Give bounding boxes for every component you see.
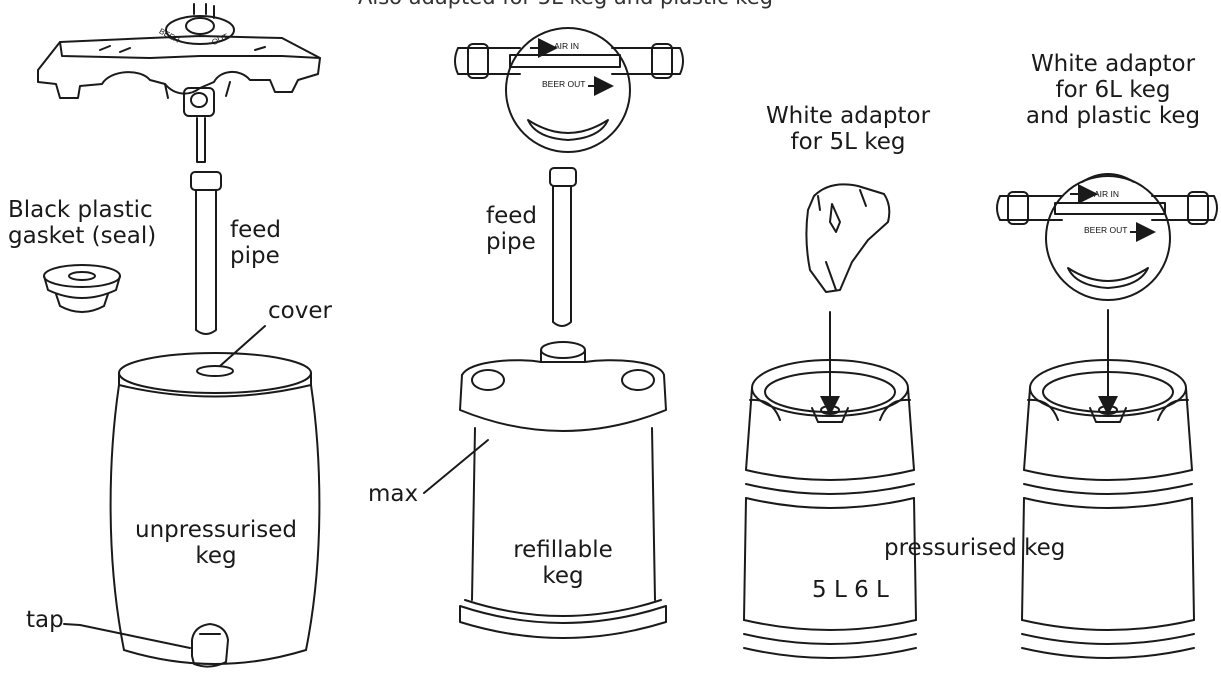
cover-pointer	[219, 325, 266, 367]
refillable-keg-label: refillable keg	[513, 537, 613, 589]
pressurised-keg-6l	[1021, 359, 1195, 659]
pressurised-keg-5l	[743, 359, 917, 659]
feed-pipe-1	[190, 171, 222, 335]
tap-label: tap	[26, 607, 64, 633]
max-pointer	[423, 439, 489, 494]
tap-connector-top	[37, 3, 321, 163]
adaptor-5l-label: White adaptor for 5L keg	[765, 103, 931, 155]
tap-head-4	[996, 173, 1218, 301]
pressurised-keg-label: pressurised keg	[884, 535, 1066, 561]
tap-pointer	[63, 623, 191, 649]
unpressurised-keg-label: unpressurised keg	[135, 517, 297, 569]
adaptor-6l-label: White adaptor for 6L keg and plastic keg	[1025, 51, 1201, 129]
gasket-seal	[43, 264, 121, 313]
unpressurised-keg	[109, 352, 321, 668]
feed-pipe-label-1: feed pipe	[230, 217, 281, 269]
feed-pipe-2	[549, 167, 577, 327]
air-in-label-2: AIR IN	[554, 41, 580, 51]
gasket-label: Black plastic gasket (seal)	[8, 197, 157, 249]
cover-label: cover	[268, 298, 332, 324]
adaptor-5l	[805, 183, 891, 293]
max-label: max	[368, 481, 419, 507]
refillable-keg	[459, 341, 667, 639]
feed-pipe-label-2: feed pipe	[486, 203, 537, 255]
beer-out-label-4: BEER OUT	[1084, 225, 1128, 235]
beer-out-label-2: BEER OUT	[542, 79, 586, 89]
air-in-label-4: AIR IN	[1094, 189, 1120, 199]
tap-head-2	[454, 27, 684, 153]
header-partial-text: Also adapted for 5L keg and plastic keg	[358, 0, 773, 10]
keg-size-label: 5 L 6 L	[812, 577, 889, 603]
